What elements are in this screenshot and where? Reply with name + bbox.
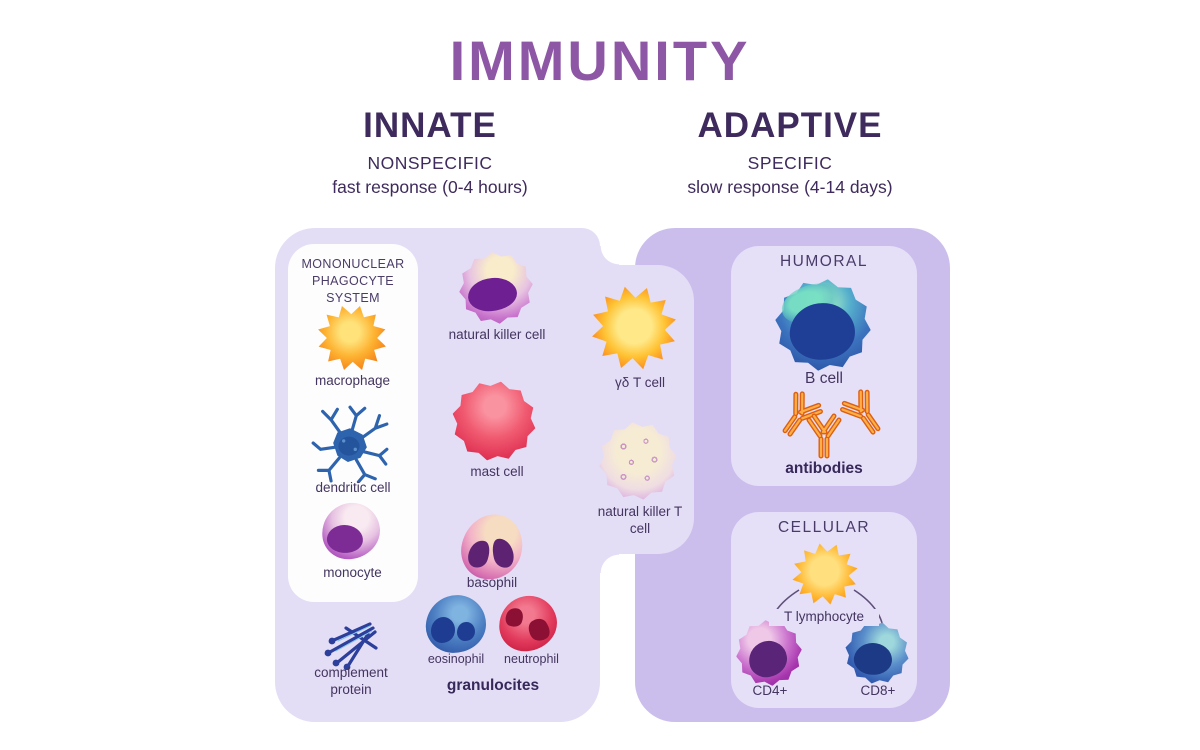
neutrophil-label: neutrophil <box>504 652 559 666</box>
b-cell-label: B cell <box>805 370 843 387</box>
natural-killer-cell-label: natural killer cell <box>448 327 546 342</box>
innate-subheading: NONSPECIFIC <box>367 153 493 173</box>
gamma-delta-t-cell-label: γδ T cell <box>614 375 666 390</box>
mast-cell-icon <box>452 381 536 461</box>
antibody-icon <box>769 385 829 447</box>
antibody-icon <box>834 383 894 445</box>
natural-killer-t-cell-label: natural killer T cell <box>597 504 683 536</box>
eosinophil-icon <box>424 592 488 656</box>
antibodies-label: antibodies <box>785 460 863 477</box>
t-lymphocyte-label: T lymphocyte <box>769 609 879 626</box>
natural-killer-cell-icon <box>459 252 533 324</box>
granulocytes-label: granulocites <box>446 677 540 694</box>
t-lymphocyte-icon <box>792 543 858 605</box>
innate-header: INNATE NONSPECIFIC fast response (0-4 ho… <box>280 106 580 198</box>
antibody-icon <box>804 412 844 460</box>
adaptive-response-text: slow response (4-14 days) <box>687 177 893 197</box>
complement-protein-icon <box>318 618 382 670</box>
cd8-label: CD8+ <box>860 683 896 698</box>
monocyte-label: monocyte <box>323 565 382 580</box>
dendritic-cell-icon <box>310 403 390 483</box>
macrophage-icon <box>317 305 387 371</box>
basophil-icon <box>454 507 530 587</box>
cd8-cell-icon <box>845 622 909 684</box>
macrophage-label: macrophage <box>314 373 391 388</box>
natural-killer-t-cell-icon <box>599 422 677 500</box>
page-title: IMMUNITY <box>449 29 751 92</box>
basophil-label: basophil <box>466 575 518 590</box>
gamma-delta-t-cell-icon <box>591 286 677 370</box>
cd4-label: CD4+ <box>752 683 788 698</box>
adaptive-header: ADAPTIVE SPECIFIC slow response (4-14 da… <box>640 106 940 198</box>
complement-protein-label: complement protein <box>314 665 388 697</box>
innate-response-text: fast response (0-4 hours) <box>332 177 528 197</box>
adaptive-subheading: SPECIFIC <box>747 153 833 173</box>
dendritic-cell-label: dendritic cell <box>315 480 391 495</box>
cd4-cell-icon <box>736 620 802 686</box>
b-cell-icon <box>775 279 871 371</box>
humoral-title: HUMORAL <box>779 253 868 270</box>
neutrophil-icon <box>496 593 560 654</box>
innate-heading: INNATE <box>363 106 497 145</box>
bridge-top-fillet <box>600 246 619 265</box>
cellular-title: CELLULAR <box>777 519 871 536</box>
mps-box-title: MONONUCLEAR PHAGOCYTE SYSTEM <box>301 257 405 305</box>
adaptive-heading: ADAPTIVE <box>697 106 883 145</box>
monocyte-icon <box>319 500 383 562</box>
mast-cell-label: mast cell <box>470 464 524 479</box>
bridge-bottom-fillet <box>600 554 619 573</box>
eosinophil-label: eosinophil <box>427 652 485 666</box>
